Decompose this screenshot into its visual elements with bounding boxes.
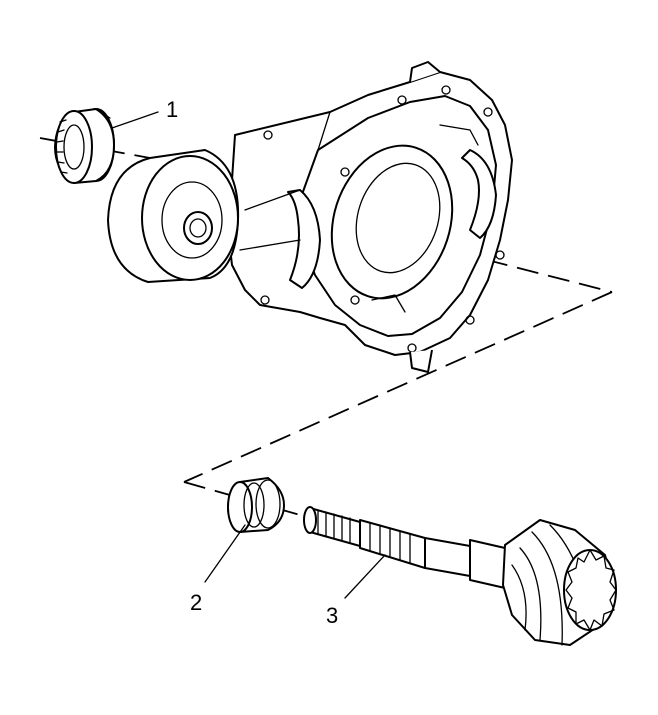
callout-2: 2 bbox=[190, 590, 202, 615]
callout-1: 1 bbox=[166, 97, 178, 122]
pinion-housing-cylinder bbox=[107, 149, 240, 283]
tapered-roller-bearing bbox=[54, 108, 115, 184]
pinion-bearing-cup bbox=[227, 477, 285, 533]
callout-3: 3 bbox=[326, 603, 338, 628]
differential-carrier-housing bbox=[227, 61, 513, 373]
drive-pinion-gear bbox=[303, 506, 617, 646]
leader-lines bbox=[111, 111, 386, 599]
